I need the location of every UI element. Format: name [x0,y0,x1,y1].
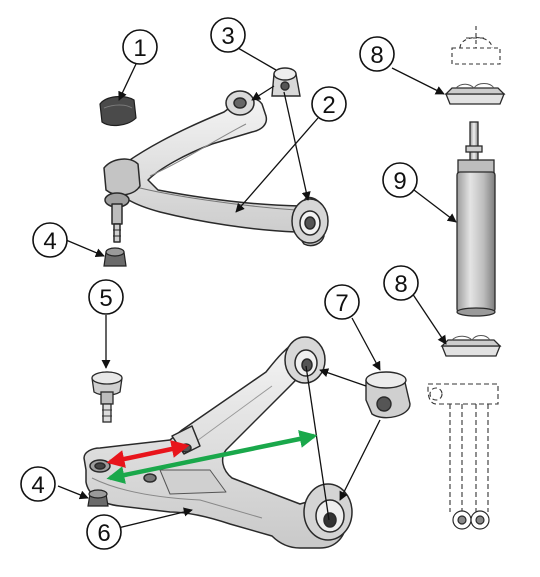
callout-2-label: 2 [322,92,335,119]
callout-9-label: 9 [393,168,406,195]
nut-upper [103,247,127,267]
leader-7b [339,419,381,501]
leader-6 [117,507,193,529]
callout-4-upper: 4 [32,222,68,258]
callout-5-label: 5 [99,285,112,312]
callout-6-label: 6 [97,520,110,547]
leader-4a [65,239,105,258]
leader-2 [235,117,319,213]
lower-control-arm [83,336,353,549]
callout-leaders [57,47,457,529]
measurement-arrow-green [106,430,318,484]
callout-5: 5 [88,279,124,315]
shock-absorber [456,121,496,317]
leader-3a [237,47,277,71]
callout-7: 7 [324,284,360,320]
callout-9: 9 [382,162,418,198]
leader-7 [351,317,381,371]
callout-8-lower-label: 8 [394,271,407,298]
shock-top-mount-outline [451,26,501,65]
callout-1: 1 [122,29,158,65]
callout-7-label: 7 [335,290,348,317]
shock-lower-pad [440,335,502,357]
callout-1-label: 1 [133,35,146,62]
lower-arm-bushing [365,371,411,419]
callout-6: 6 [86,514,122,550]
leader-9 [413,189,457,223]
leader-8a [391,67,445,95]
leader-1 [118,63,137,101]
callout-8-lower: 8 [383,265,419,301]
ball-joint [91,371,123,423]
leader-8b [409,289,447,345]
nut-lower [87,489,109,507]
callout-8-upper-label: 8 [370,42,383,69]
callout-4-lower-label: 4 [31,472,44,499]
upper-arm-bushing [271,67,301,97]
callout-3: 3 [210,17,246,53]
leader-7a [319,368,367,387]
callout-2: 2 [311,86,347,122]
callout-3-label: 3 [221,23,234,50]
callout-8-upper: 8 [359,36,395,72]
leader-4b [57,485,89,500]
shock-bottom-mount-outline [427,383,499,512]
leader-3c [283,91,311,201]
callout-4-upper-label: 4 [43,228,56,255]
shock-bottom-eyelets [452,510,490,530]
callout-4-lower: 4 [20,466,56,502]
leader-3b [251,85,275,101]
upper-control-arm [103,90,329,247]
bump-stop-rubber [99,95,137,127]
shock-upper-pad [444,83,506,105]
